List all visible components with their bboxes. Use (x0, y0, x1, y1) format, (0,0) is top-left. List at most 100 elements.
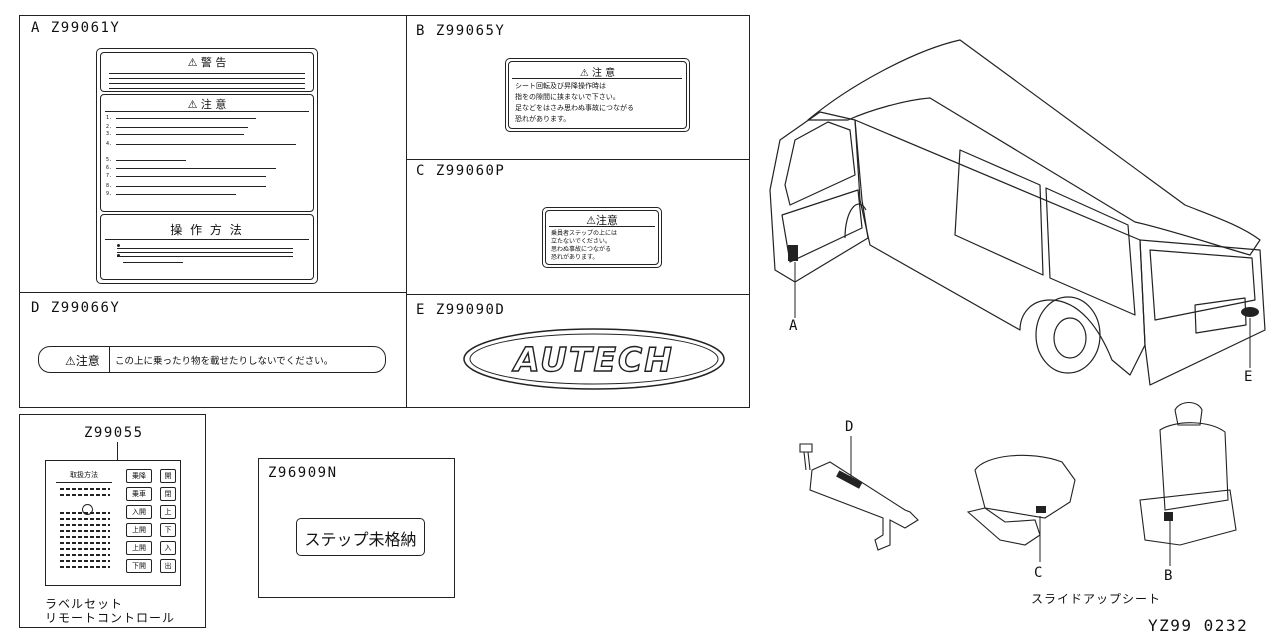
label-e-badge-outer (463, 328, 725, 390)
label-a-operation-rule (105, 239, 309, 240)
label-grid (19, 15, 750, 408)
label-a-operation-lines (117, 245, 293, 259)
van-roof (807, 39, 1261, 256)
slide-up-seat-caption: スライドアップシート (1031, 592, 1162, 606)
label-a: ⚠ 警 告 ⚠ 注 意 1.2.3.4.5.6.7.8.9. 操 作 方 法 (96, 48, 318, 284)
step-label-box (258, 458, 455, 598)
van-door-window (784, 121, 856, 206)
label-b-line-3: 足などをはさみ思わぬ事故につながる (515, 104, 634, 112)
remote-text-line (60, 524, 110, 526)
callout-d: D (845, 419, 855, 435)
label-a-item-line (116, 168, 276, 169)
vehicle-diagram (769, 39, 1266, 566)
van-side-window (954, 149, 1044, 276)
remote-button-label: 乗降 (126, 469, 152, 483)
label-c-rule (549, 226, 655, 227)
label-b-line-1: シート回転及び昇降操作時は (515, 82, 606, 90)
label-a-item-number: 8. (106, 183, 113, 189)
label-a-warning-lines (109, 69, 305, 89)
label-e-badge: AUTECH (463, 328, 725, 390)
seat-base (1139, 489, 1237, 546)
label-a-item-line (116, 134, 244, 135)
step-drawing (966, 454, 1076, 546)
remote-button-label: 閉 (160, 487, 176, 501)
label-a-item-number: 7. (106, 173, 113, 179)
van-rear-wheel (1035, 296, 1101, 374)
label-a-caution-rule (105, 111, 309, 112)
seat-label-spot (1164, 512, 1173, 521)
label-a-operation-bullet-2 (117, 254, 120, 257)
remote-text-line (60, 512, 110, 514)
label-a-operation-bullet-1 (117, 244, 120, 247)
remote-text-line (60, 548, 110, 550)
label-a-item-line (116, 160, 186, 161)
remote-ref: Z99055 (84, 425, 144, 441)
label-c-title: ⚠注意 (586, 214, 618, 227)
label-c-inner: ⚠注意 乗員者ステップの上には 立たないでください。 思わぬ事故につながる 恐れ… (545, 210, 659, 265)
remote-text-line (60, 542, 110, 544)
label-a-item-number: 4. (106, 141, 113, 147)
panel-d-ref: D Z99066Y (31, 300, 121, 316)
grid-divider-horizontal-left (19, 292, 407, 293)
panel-a-ref: A Z99061Y (31, 20, 121, 36)
step-label: ステップ未格納 (296, 518, 425, 556)
remote-text-line (60, 554, 110, 556)
label-b: ⚠ 注 意 シート回転及び昇降操作時は 指をの隙間に挟まないで下さい。 足などを… (505, 58, 690, 132)
label-c: ⚠注意 乗員者ステップの上には 立たないでください。 思わぬ事故につながる 恐れ… (542, 207, 662, 268)
van-rear-hub (1053, 317, 1087, 359)
diagram-code: YZ99 0232 (1148, 616, 1249, 635)
step-label-text: ステップ未格納 (304, 530, 417, 549)
label-a-item-line (116, 144, 296, 145)
remote-button-label: 下 (160, 523, 176, 537)
bracket-bolt (799, 443, 813, 471)
remote-button-label: 開 (160, 469, 176, 483)
label-a-item-number: 6. (106, 165, 113, 171)
label-c-line-2: 立たないでください。 (551, 238, 611, 245)
grid-divider-vertical (406, 15, 407, 407)
grid-divider-horizontal-right-2 (406, 294, 749, 295)
callout-c: C (1034, 565, 1044, 581)
label-a-operation-title: 操 作 方 法 (170, 223, 244, 237)
remote-text-line (60, 530, 110, 532)
label-d: ⚠注意 この上に乗ったり物を載せたりしないでください。 (38, 346, 386, 373)
label-c-line-1: 乗員者ステップの上には (551, 230, 618, 237)
label-a-operation-line-short (123, 262, 183, 263)
remote-label: 取扱方法 乗降開乗車閉入開上上開下上開入下開出 (45, 460, 181, 586)
van-rear-window (1149, 249, 1256, 321)
step-label-ref: Z96909N (268, 465, 338, 481)
remote-text-line (60, 494, 110, 496)
seat-back (1159, 422, 1229, 511)
remote-button-label: 入開 (126, 505, 152, 519)
label-a-item-number: 3. (106, 131, 113, 137)
panel-e-ref: E Z99090D (416, 302, 506, 318)
label-e-badge-text: AUTECH (511, 340, 674, 379)
remote-button-label: 上 (160, 505, 176, 519)
label-d-text: この上に乗ったり物を載せたりしないでください。 (115, 356, 334, 367)
label-a-item-number: 1. (106, 115, 113, 121)
label-a-item-number: 5. (106, 157, 113, 163)
van-door-panel (781, 189, 863, 263)
remote-button-label: 上開 (126, 523, 152, 537)
remote-box (19, 414, 206, 628)
label-c-line-3: 思わぬ事故につながる (551, 246, 612, 253)
seat-drawing (1139, 401, 1237, 546)
seat-headrest (1174, 401, 1203, 426)
label-a-item-number: 2. (106, 124, 113, 130)
label-a-warning-section: ⚠ 警 告 (100, 52, 314, 92)
label-b-line-2: 指をの隙間に挟まないで下さい。 (515, 93, 620, 101)
van-label-a-spot (788, 245, 798, 261)
bracket-drawing (799, 443, 919, 551)
van-rear (1139, 239, 1266, 386)
bracket-label-spot (836, 470, 863, 489)
label-a-caution-section: ⚠ 注 意 1.2.3.4.5.6.7.8.9. (100, 94, 314, 212)
remote-button-label: 下開 (126, 559, 152, 573)
callout-e: E (1244, 369, 1254, 385)
label-d-divider (109, 347, 110, 372)
remote-button-grid: 乗降開乗車閉入開上上開下上開入下開出 (126, 469, 176, 581)
callout-b: B (1164, 568, 1174, 584)
step-label-spot (1036, 506, 1046, 513)
remote-leader (117, 442, 118, 460)
panel-b-ref: B Z99065Y (416, 23, 506, 39)
remote-text-line (60, 560, 110, 562)
van-body-side (854, 119, 1146, 376)
